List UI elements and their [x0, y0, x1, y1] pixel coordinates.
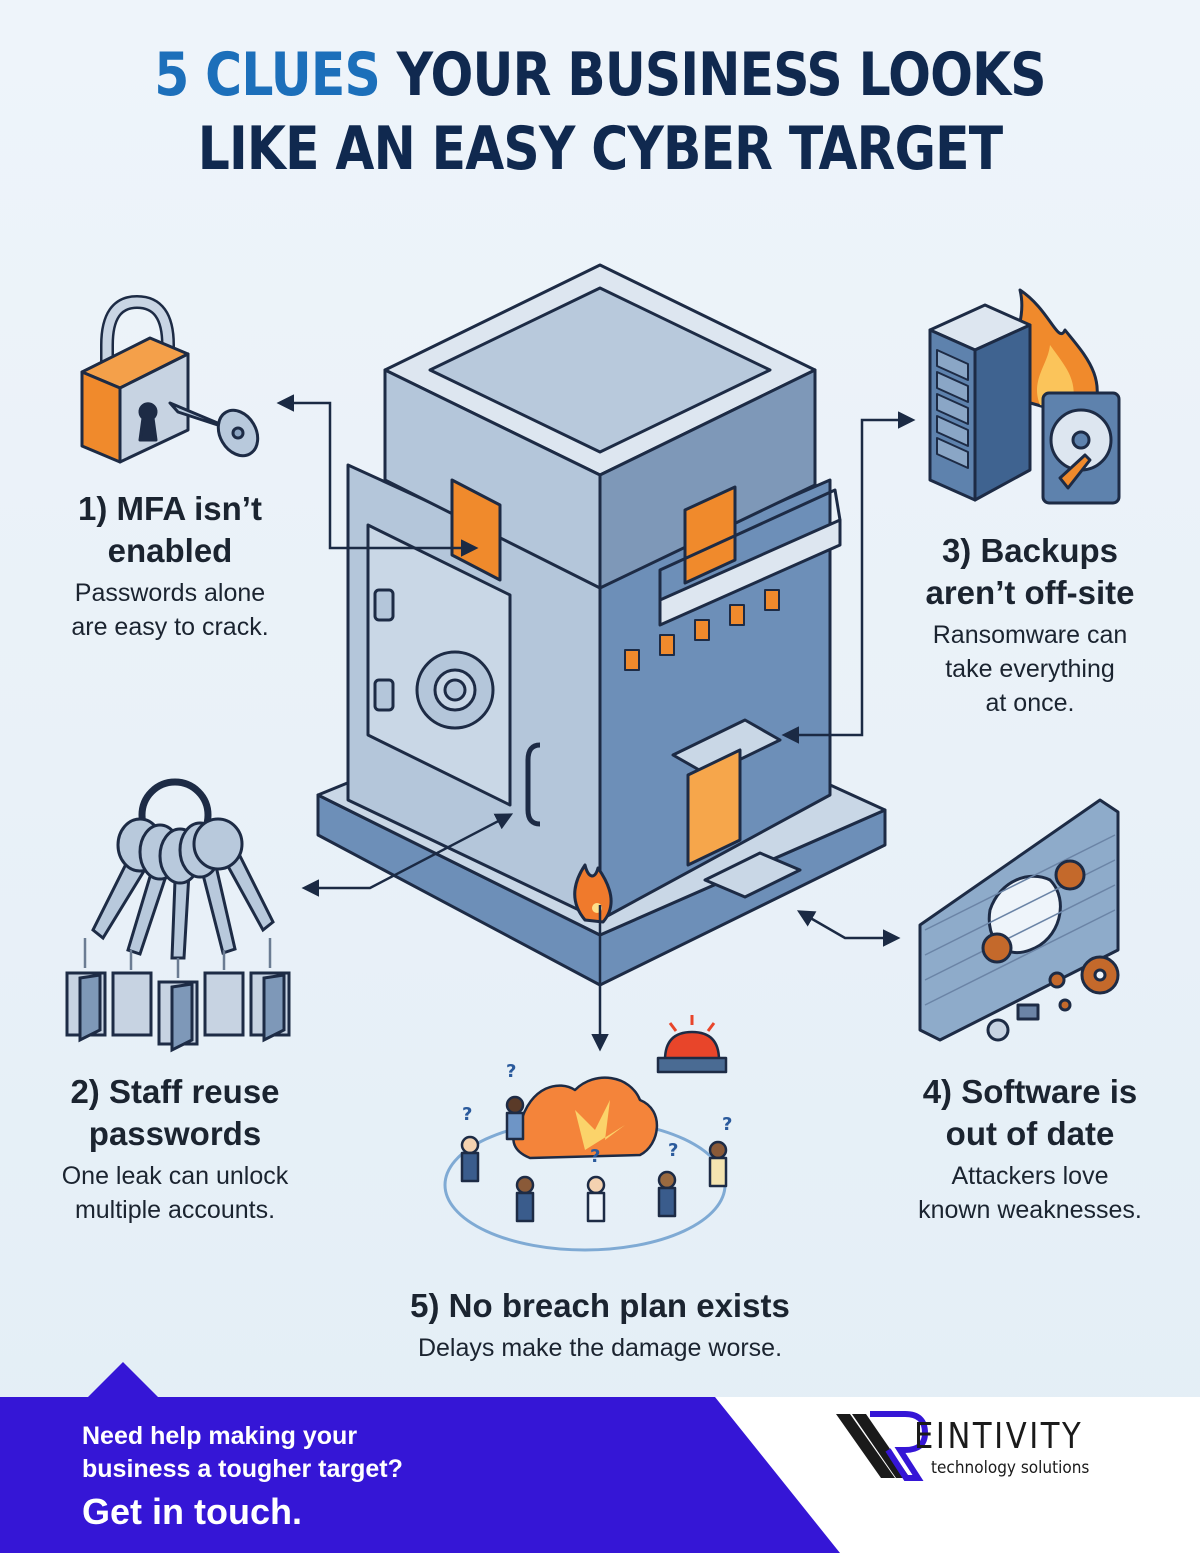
footer-banner [0, 1362, 1200, 1553]
burning-server-icon [928, 288, 1121, 505]
page-title: 5 CLUES YOUR BUSINESS LOOKS LIKE AN EASY… [96, 38, 1104, 186]
padlock-with-key-icon [80, 295, 260, 464]
connector-arrows [276, 394, 916, 1052]
svg-text:?: ? [722, 1114, 732, 1135]
keyring-doors-icon [65, 778, 291, 1053]
title-line2: LIKE AN EASY CYBER TARGET [197, 114, 1003, 184]
title-accent: 5 CLUES [154, 40, 381, 110]
logo-tagline: technology solutions [931, 1458, 1090, 1478]
broken-wall-gears-icon [918, 798, 1120, 1042]
clue-5: 5) No breach plan exists Delays make the… [370, 1285, 830, 1365]
clue-5-heading: 5) No breach plan exists [410, 1287, 790, 1324]
logo-name: EINTIVITY [914, 1416, 1084, 1457]
reintivity-logo-mark [836, 1411, 929, 1481]
svg-text:?: ? [462, 1104, 472, 1125]
panic-explosion-icon: ??? ?? [443, 1015, 732, 1252]
vulnerable-building-icon [316, 263, 887, 987]
clue-5-description: Delays make the damage worse. [417, 1334, 783, 1362]
get-in-touch-link[interactable]: Get in touch. [82, 1491, 302, 1532]
company-logo: EINTIVITY technology solutions [836, 1410, 1126, 1490]
svg-text:?: ? [668, 1140, 678, 1161]
svg-text:?: ? [506, 1061, 516, 1082]
svg-text:?: ? [590, 1146, 600, 1167]
title-line1-rest: YOUR BUSINESS LOOKS [379, 40, 1047, 110]
